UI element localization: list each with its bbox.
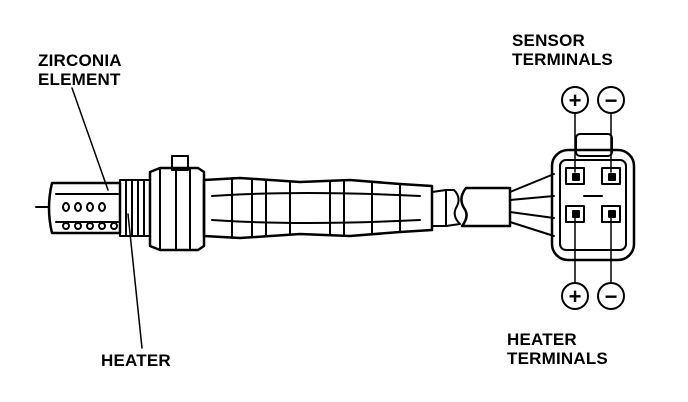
heater-negative-sign: − [605,284,618,309]
sensor-negative-circle [597,86,625,114]
zirconia-label-line2: ELEMENT [38,70,121,89]
zirconia-label-line1: ZIRCONIA [38,51,122,70]
hex-nut [148,155,206,252]
sensor-terminals-label: SENSOR TERMINALS [512,31,613,69]
heater-terminals-line2: TERMINALS [507,349,608,368]
heater-terminals-label: HEATER TERMINALS [507,330,608,368]
heater-positive-sign: + [569,284,582,309]
cable [431,173,555,237]
sensor-label-line1: SENSOR [512,31,585,50]
sensor-negative-sign: − [605,88,618,113]
heater-negative-circle [597,282,625,310]
thread-section [119,179,151,237]
sensor-positive-sign: + [569,88,582,113]
heater-terminals-line1: HEATER [507,330,577,349]
sensor-body [202,176,434,240]
sensor-positive-circle [561,86,589,114]
connector [550,133,636,262]
heater-leader [127,213,143,349]
sensor-tip [47,181,122,235]
sensor-label-line2: TERMINALS [512,50,613,69]
zirconia-element-label: ZIRCONIA ELEMENT [38,51,122,89]
heater-label: HEATER [101,351,171,370]
zirconia-leader [71,87,109,191]
heater-positive-circle [561,282,589,310]
